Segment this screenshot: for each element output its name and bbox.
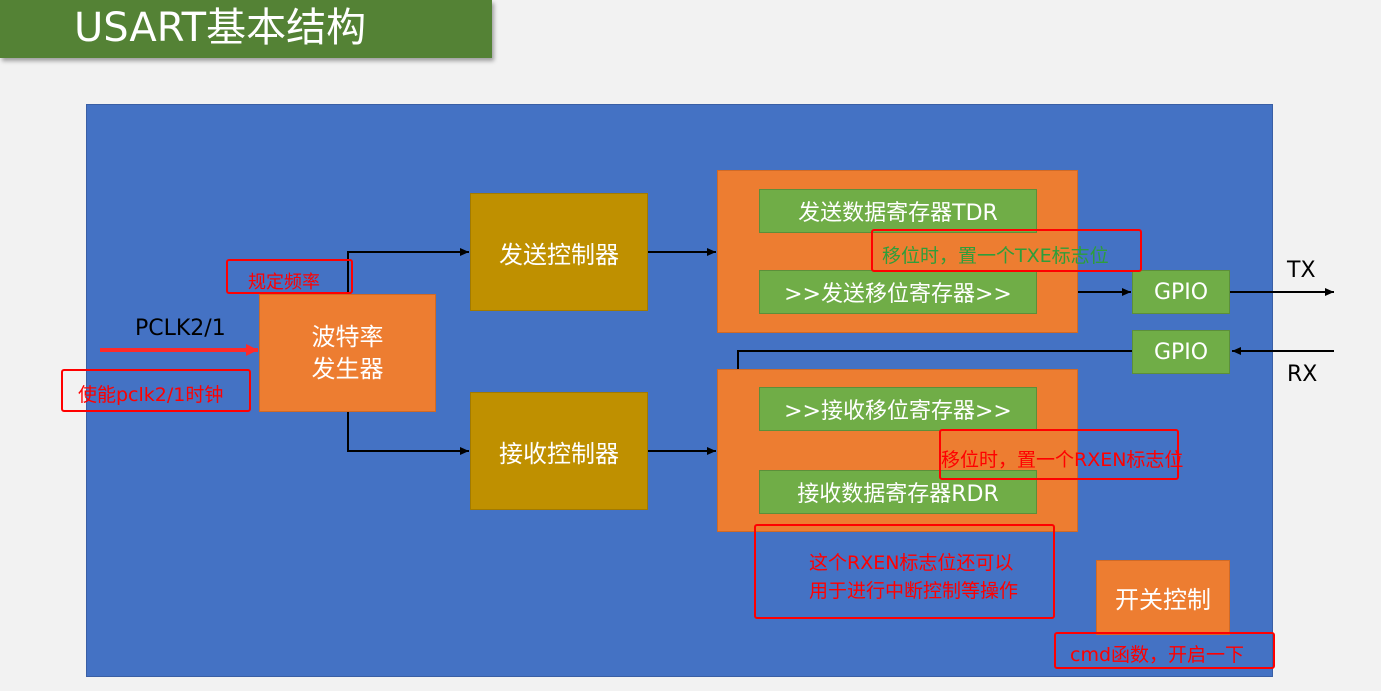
gpio-tx-pin: GPIO: [1132, 270, 1230, 314]
rxen-note-box: [939, 429, 1179, 480]
rxen-usage-line1: 这个RXEN标志位还可以: [809, 552, 1014, 574]
tx-data-register: 发送数据寄存器TDR: [759, 189, 1037, 233]
gpio-rx-pin: GPIO: [1132, 330, 1230, 374]
rxen-note: 移位时，置一个RXEN标志位: [941, 449, 1184, 471]
rx-controller: 接收控制器: [470, 392, 648, 510]
cmd-note-box: [1054, 632, 1275, 669]
baud-rate-generator-line1: 波特率: [311, 323, 384, 351]
slide-title: USART基本结构: [74, 5, 367, 51]
txe-note: 移位时，置一个TXE标志位: [882, 245, 1109, 267]
tx-shift-register: >>发送移位寄存器>>: [759, 270, 1037, 314]
baud-rate-generator: 波特率 发生器: [259, 294, 436, 412]
rx-data-register: 接收数据寄存器RDR: [759, 470, 1037, 514]
clock-note-box: [61, 369, 251, 412]
rx-shift-register: >>接收移位寄存器>>: [759, 387, 1037, 431]
txe-note-box: [871, 229, 1142, 272]
freq-note-box: [226, 259, 353, 294]
clock-note: 使能pclk2/1时钟: [78, 384, 224, 406]
tx-label: TX: [1287, 258, 1316, 283]
switch-control: 开关控制: [1096, 560, 1230, 635]
baud-to-tx-arrow: [347, 248, 469, 294]
pclk-label: PCLK2/1: [135, 316, 226, 341]
rxen-usage-line2: 用于进行中断控制等操作: [809, 580, 1019, 602]
rxen-usage-note: 这个RXEN标志位还可以 用于进行中断控制等操作: [809, 549, 1018, 605]
slide-title-bar: USART基本结构: [0, 0, 492, 58]
rx-label: RX: [1287, 362, 1318, 387]
rxen-usage-box: [754, 524, 1055, 619]
baud-rate-generator-line2: 发生器: [311, 355, 384, 383]
baud-to-rx-arrow: [347, 412, 469, 455]
cmd-note: cmd函数，开启一下: [1070, 644, 1245, 666]
freq-note: 规定频率: [248, 272, 320, 293]
tx-controller: 发送控制器: [470, 193, 648, 311]
